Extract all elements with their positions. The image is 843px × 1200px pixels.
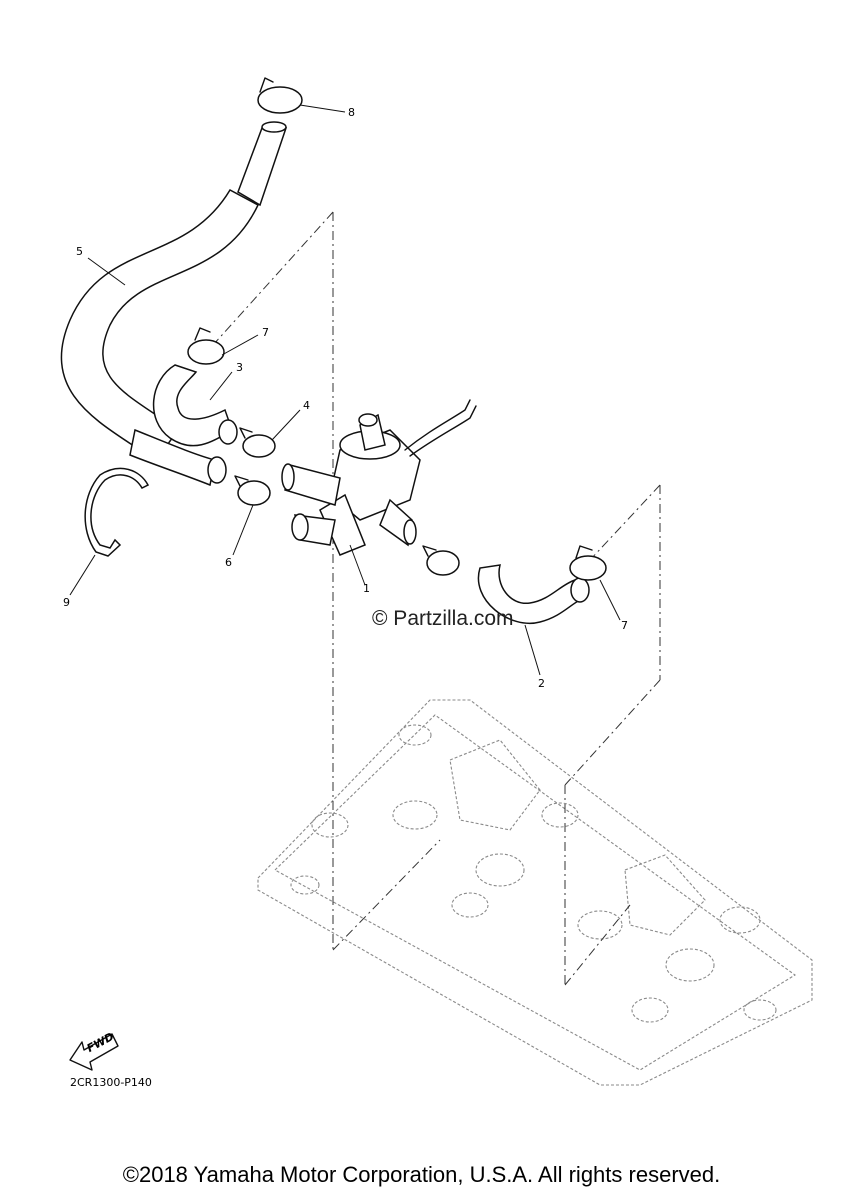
callout-9: 9 [63, 596, 70, 609]
reference-lines [212, 211, 661, 986]
copyright-notice: ©2018 Yamaha Motor Corporation, U.S.A. A… [122, 1162, 721, 1187]
watermark: © Partzilla.com [372, 607, 514, 630]
cylinder-head-outline [257, 699, 813, 1086]
callout-7-upper: 7 [262, 326, 269, 339]
hose-3 [129, 364, 238, 487]
callout-1: 1 [363, 582, 370, 595]
bracket-9 [84, 467, 150, 557]
leader-lines [69, 104, 621, 676]
hose-2 [477, 564, 590, 625]
callout-3: 3 [236, 361, 243, 374]
clamps [187, 77, 607, 581]
callout-5: 5 [76, 245, 83, 258]
callout-2: 2 [538, 677, 545, 690]
callout-8: 8 [348, 106, 355, 119]
callout-7-lower: 7 [621, 619, 628, 632]
callout-6: 6 [225, 556, 232, 569]
forward-direction-arrow [69, 1033, 119, 1071]
air-cutoff-valve-1 [281, 399, 477, 556]
callout-4: 4 [303, 399, 310, 412]
diagram-code: 2CR1300-P140 [70, 1076, 152, 1089]
